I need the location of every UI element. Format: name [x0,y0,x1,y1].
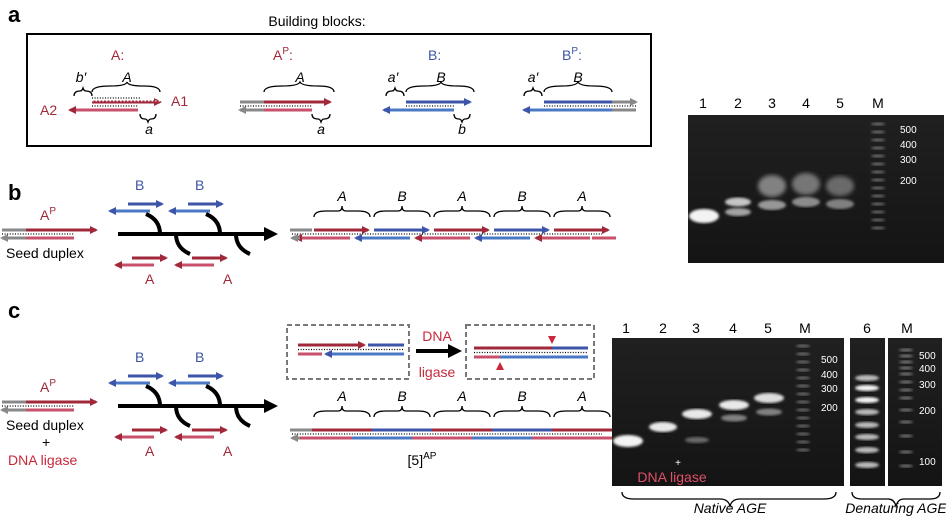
gel-lane-label: M [872,95,884,111]
svg-text:AP:: AP: [273,46,293,63]
svg-text:B: B [135,177,144,193]
svg-text:a′: a′ [388,69,400,85]
product-segment-label: A [576,388,586,404]
svg-text:B: B [135,349,144,365]
gel-marker-label: 100 [919,457,936,468]
product-segment-label: A [576,188,586,204]
gel-lane-label: 2 [734,95,742,111]
svg-text:A: A [294,69,304,85]
gel-marker-label: 500 [900,125,917,136]
panel-b-seed: AP Seed duplex [0,206,98,261]
block-a-top-label: A [121,69,131,85]
svg-text:BP:: BP: [562,46,582,63]
gel-marker-label: 400 [821,370,838,381]
building-blocks-box [26,33,652,147]
svg-text:A:: A: [111,47,124,63]
gel-lane-label: 4 [802,95,810,111]
svg-text:A: A [223,443,233,459]
gel-marker-label: 500 [919,351,936,362]
block-b: B: B a′ b [382,47,475,137]
svg-text:B:: B: [428,47,441,63]
svg-text:+: + [42,434,50,450]
gel-lane-label: 5 [764,320,772,336]
svg-text:Seed duplex: Seed duplex [6,417,84,433]
product-label: [5]AP [408,451,437,468]
svg-text:A: A [223,271,233,287]
gel-marker-label: 400 [919,364,936,375]
product-segment-label: A [456,388,466,404]
gel-lane-label: 5 [836,95,844,111]
block-bp: BP: B a′ [522,46,638,114]
gel-marker-label: 400 [900,140,917,151]
gel-lane-label: M [901,320,913,336]
gel-lane-label: 1 [622,320,630,336]
panel-b-reaction: B B A A [108,177,278,287]
svg-text:B: B [436,69,445,85]
product-segment-label: A [456,188,466,204]
gel-marker-label: 300 [821,384,838,395]
gel-marker-label: 200 [900,176,917,187]
panel-b-letter: b [8,180,21,205]
svg-text:A: A [145,443,155,459]
panel-a-letter: a [8,2,21,27]
product-segment-label: A [336,188,346,204]
gel-c-denat: 6 M 500 400 300 200 100 Denaturing AGE [845,320,946,516]
gel-marker-label: 300 [900,155,917,166]
product-segment-label: B [397,388,406,404]
gel-marker-label: 500 [821,355,838,366]
block-a: A: A b′ a A1 A2 [40,47,188,137]
block-ap: AP: A a [238,46,335,137]
product-segment-label: A [336,388,346,404]
gel-lane-label: 1 [699,95,707,111]
svg-text:AP: AP [40,378,56,395]
block-a-left-ext: b′ [76,69,88,85]
panel-c-seed: AP Seed duplex + DNA ligase [0,378,98,468]
block-a-bottom-ext: a [145,121,153,137]
gel-c-native: 1 2 3 4 5 M 500 400 300 200 + DNA ligase Native … [612,320,844,516]
svg-text:B: B [195,349,204,365]
native-age-caption: Native AGE [694,500,767,516]
block-a-label-a1: A1 [171,93,188,109]
gel-lane-label: 3 [692,320,700,336]
gel-marker-label: 300 [919,380,936,391]
denaturing-age-caption: Denaturing AGE [845,500,946,516]
svg-text:+: + [675,458,681,469]
block-a-label-a2: A2 [40,102,57,118]
svg-text:a: a [317,121,325,137]
svg-text:AP: AP [40,206,56,223]
gel-lane-label: 3 [768,95,776,111]
building-blocks-title: Building blocks: [268,13,365,29]
product-segment-label: B [517,388,526,404]
product-segment-label: B [397,188,406,204]
svg-text:DNA ligase: DNA ligase [8,452,77,468]
panel-c-letter: c [8,298,20,323]
product-segment-label: B [517,188,526,204]
svg-text:a′: a′ [528,69,540,85]
svg-text:DNA: DNA [422,328,452,344]
ligation-inset: DNA ligase [286,324,595,380]
gel-lane-label: M [799,320,811,336]
svg-text:A: A [145,271,155,287]
gel-marker-label: 200 [821,403,838,414]
gel-b: 1 2 3 4 5 M 500 400 300 200 [688,95,944,263]
svg-text:ligase: ligase [419,364,456,380]
gel-lane-label: 6 [863,320,871,336]
svg-text:b: b [458,121,466,137]
svg-text:B: B [573,69,582,85]
gel-lane-label: 2 [659,320,667,336]
svg-text:B: B [195,177,204,193]
gel-ligase-label: DNA ligase [637,469,706,485]
svg-text:Seed duplex: Seed duplex [6,245,84,261]
panel-c-reaction: B B A A [108,349,278,459]
gel-lane-label: 4 [729,320,737,336]
gel-marker-label: 200 [919,406,936,417]
